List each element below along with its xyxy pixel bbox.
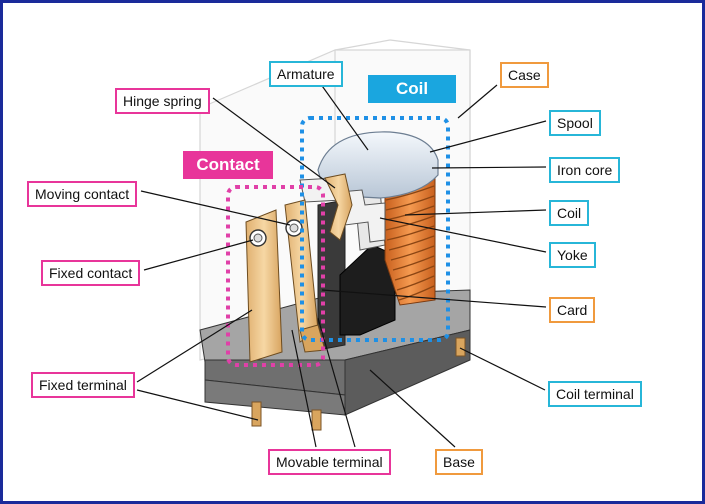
- label-case: Case: [500, 62, 549, 88]
- fixed-blade: [245, 209, 283, 363]
- coil-group-outline: [300, 116, 450, 342]
- label-fixed-terminal: Fixed terminal: [31, 372, 135, 398]
- label-iron-core: Iron core: [549, 157, 621, 183]
- label-moving-contact: Moving contact: [27, 181, 138, 207]
- label-yoke: Yoke: [549, 242, 596, 268]
- label-spool: Spool: [549, 110, 601, 136]
- leader-lines: [136, 82, 547, 448]
- label-card: Card: [549, 297, 596, 323]
- contact-group-outline: [226, 185, 325, 367]
- coil-banner: Coil: [368, 75, 456, 103]
- hinge-spring-part: [324, 173, 353, 241]
- label-base: Base: [435, 449, 483, 475]
- contact-rivets: [249, 219, 303, 247]
- contact-banner: Contact: [183, 151, 273, 179]
- spool-part: [317, 131, 439, 199]
- label-coil-terminal: Coil terminal: [548, 381, 642, 407]
- bottom-terminals: [251, 337, 466, 431]
- relay-diagram: [136, 39, 547, 448]
- label-fixed-contact: Fixed contact: [41, 260, 141, 286]
- label-coil: Coil: [549, 200, 590, 226]
- label-movable-terminal: Movable terminal: [268, 449, 391, 475]
- label-hinge-spring: Hinge spring: [115, 88, 210, 114]
- label-armature: Armature: [269, 61, 343, 87]
